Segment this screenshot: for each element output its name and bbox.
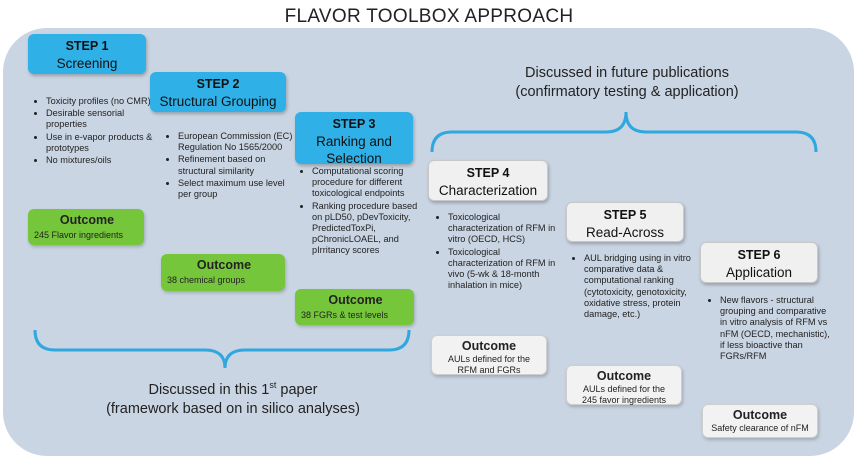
step-2-bullet: European Commission (EC) Regulation No 1… <box>178 131 296 153</box>
step-6-outcome: Outcome Safety clearance of nFM <box>702 404 818 438</box>
step-1-bullets: Toxicity profiles (no CMR) Desirable sen… <box>34 96 156 167</box>
step-4-title: Characterization <box>438 183 538 198</box>
step-1-title: Screening <box>56 56 118 71</box>
step-6-outcome-text: Safety clearance of nFM <box>711 423 809 433</box>
step-3-bullet: Ranking procedure based on pLD50, pDevTo… <box>312 201 424 257</box>
step-3-bullets: Computational scoring procedure for diff… <box>300 166 424 258</box>
step-3-number: STEP 3 <box>332 117 376 131</box>
future-bracket <box>430 111 818 153</box>
step-4-outcome-line1: AULs defined for the <box>447 354 531 364</box>
step-2-outcome: Outcome 38 chemical groups <box>161 254 285 291</box>
step-1-outcome-heading: Outcome <box>59 213 115 227</box>
step-6-box: STEP 6 Application <box>700 242 818 283</box>
step-2-bullets: European Commission (EC) Regulation No 1… <box>166 131 296 201</box>
step-4-bullets: Toxicological characterization of RFM in… <box>436 212 560 292</box>
step-4-outcome-line2: RFM and FGRs <box>457 365 521 375</box>
step-1-bullet: Toxicity profiles (no CMR) <box>46 96 156 107</box>
step-3-title-line1: Ranking and <box>316 134 392 149</box>
step-3-outcome: Outcome 38 FGRs & test levels <box>295 289 414 325</box>
paper-note-line1-post: paper <box>276 381 318 398</box>
paper-bracket <box>33 329 411 369</box>
step-2-bullet: Select maximum use level per group <box>178 178 296 200</box>
step-4-bullet: Toxicological characterization of RFM in… <box>448 212 560 246</box>
step-4-outcome: Outcome AULs defined for the RFM and FGR… <box>431 335 547 375</box>
step-2-title: Structural Grouping <box>159 94 277 109</box>
step-3-outcome-text: 38 FGRs & test levels <box>301 310 389 320</box>
paper-note-line2: (framework based on in silico analyses) <box>106 400 360 417</box>
step-4-outcome-heading: Outcome <box>461 339 517 353</box>
step-5-outcome: Outcome AULs defined for the 245 favor i… <box>566 365 682 405</box>
step-2-number: STEP 2 <box>196 77 240 91</box>
step-5-outcome-line2: 245 favor ingredients <box>581 395 667 405</box>
step-5-outcome-heading: Outcome <box>596 369 652 383</box>
paper-note-line1-pre: Discussed in this 1 <box>148 381 270 398</box>
step-1-bullet: No mixtures/oils <box>46 155 156 166</box>
diagram-title: FLAVOR TOOLBOX APPROACH <box>284 6 574 27</box>
step-1-outcome: Outcome 245 Flavor ingredients <box>28 209 144 245</box>
step-5-outcome-line1: AULs defined for the <box>582 384 666 394</box>
step-5-bullets: AUL bridging using in vitro comparative … <box>572 253 696 321</box>
step-5-title: Read-Across <box>585 225 665 240</box>
paper-note-sup: st <box>269 380 277 390</box>
step-3-box: STEP 3 Ranking and Selection <box>295 112 413 166</box>
future-note-line2: (confirmatory testing & application) <box>515 84 739 100</box>
step-4-bullet: Toxicological characterization of RFM in… <box>448 247 560 292</box>
step-6-bullets: New flavors - structural grouping and co… <box>708 295 832 363</box>
this-paper-note: Discussed in this 1st paper (framework b… <box>68 376 398 419</box>
step-1-box: STEP 1 Screening <box>28 34 146 74</box>
step-6-title: Application <box>725 265 793 280</box>
step-2-bullet: Refinement based on structural similarit… <box>178 154 296 176</box>
step-1-bullet: Use in e-vapor products & prototypes <box>46 132 156 154</box>
step-6-bullet: New flavors - structural grouping and co… <box>720 295 832 362</box>
step-5-number: STEP 5 <box>603 208 647 222</box>
step-5-bullet: AUL bridging using in vitro comparative … <box>584 253 696 320</box>
step-3-title-line2: Selection <box>326 151 382 166</box>
step-1-number: STEP 1 <box>65 39 109 53</box>
step-3-outcome-heading: Outcome <box>328 293 383 307</box>
step-1-outcome-text: 245 Flavor ingredients <box>34 230 124 240</box>
step-2-outcome-heading: Outcome <box>196 258 252 272</box>
future-note-line1: Discussed in future publications <box>525 65 729 81</box>
step-6-outcome-heading: Outcome <box>732 408 788 422</box>
step-6-number: STEP 6 <box>737 248 781 262</box>
step-3-bullet: Computational scoring procedure for diff… <box>312 166 424 200</box>
step-2-outcome-text: 38 chemical groups <box>167 275 246 285</box>
future-publications-note: Discussed in future publications (confir… <box>468 64 786 102</box>
step-5-box: STEP 5 Read-Across <box>566 202 684 242</box>
step-1-bullet: Desirable sensorial properties <box>46 108 156 130</box>
step-4-number: STEP 4 <box>466 166 510 180</box>
step-2-box: STEP 2 Structural Grouping <box>150 72 286 112</box>
step-4-box: STEP 4 Characterization <box>428 160 548 201</box>
